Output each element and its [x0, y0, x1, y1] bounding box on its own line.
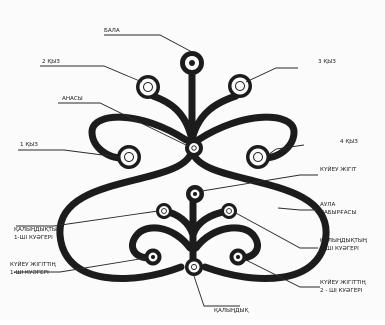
label-kalyndyk: ҚАЛЫҢДЫҚ	[214, 308, 248, 314]
label-kuieu-zhigit: КҮЙЕУ ЖІГІТ	[320, 166, 357, 173]
leader-bala	[104, 35, 192, 52]
node-kalyndyk-kuage1	[156, 203, 172, 219]
label-kalyndyk-kuage1-line1: ҚАЛЫҢДЫҚТЫҢ	[14, 227, 62, 233]
label-kyz2: 2 ҚЫЗ	[42, 59, 60, 65]
label-kyz1: 1 ҚЫЗ	[20, 142, 38, 148]
node-anasy	[185, 139, 203, 157]
leader-anasy	[58, 103, 188, 146]
node-kyz3	[228, 74, 252, 98]
label-kalyndyk-kuage2-line1: ҚАЛЫҢДЫҚТЫҢ	[320, 238, 368, 244]
label-aula-2: ҚАБЫРҒАСЫ	[320, 210, 356, 216]
label-kuieu-kuage1-line2: 1-ШІ КУӘГЕРІ	[10, 270, 49, 276]
label-anasy: АНАСЫ	[62, 96, 83, 102]
label-kuieu-kuage1-line1: КҮЙЕУ ЖІГІТТІҢ	[10, 261, 57, 268]
leader-kalyndyk	[194, 276, 240, 306]
inner-curl-left	[132, 228, 190, 258]
label-kyz3: 3 ҚЫЗ	[318, 59, 336, 65]
label-kalyndyk-kuage1-line2: 1-ШІ КУӘГЕРІ	[14, 235, 53, 241]
label-kyz4: 4 ҚЫЗ	[340, 139, 358, 145]
leader-kyz2	[40, 66, 142, 82]
node-kyz2	[136, 75, 160, 99]
node-kyz1	[117, 145, 141, 169]
node-kuieu-kuage1	[145, 249, 162, 266]
leader-kalyndyk-kuage1	[16, 211, 158, 226]
node-kuieu-zhigit	[186, 185, 204, 203]
leader-kyz3	[246, 68, 298, 82]
label-kuieu-kuage2-line2: 2 - ШІ КУӘГЕРІ	[320, 288, 363, 294]
inner-curl-right	[196, 228, 258, 258]
node-kyz4	[246, 145, 270, 169]
label-aula-1: АУЛА	[320, 202, 335, 208]
node-kalyndyk	[185, 258, 203, 276]
label-bala: БАЛА	[104, 28, 120, 34]
node-kuieu-kuage2	[230, 249, 247, 266]
node-bala	[180, 51, 204, 75]
node-kalyndyk-kuage2	[221, 203, 237, 219]
curl-right	[198, 117, 294, 158]
label-kalyndyk-kuage2-line2: 2-ШІ КУӘГЕРІ	[320, 246, 359, 252]
label-kuieu-kuage2-line1: КҮЙЕУ ЖІГІТТІҢ	[320, 279, 367, 286]
